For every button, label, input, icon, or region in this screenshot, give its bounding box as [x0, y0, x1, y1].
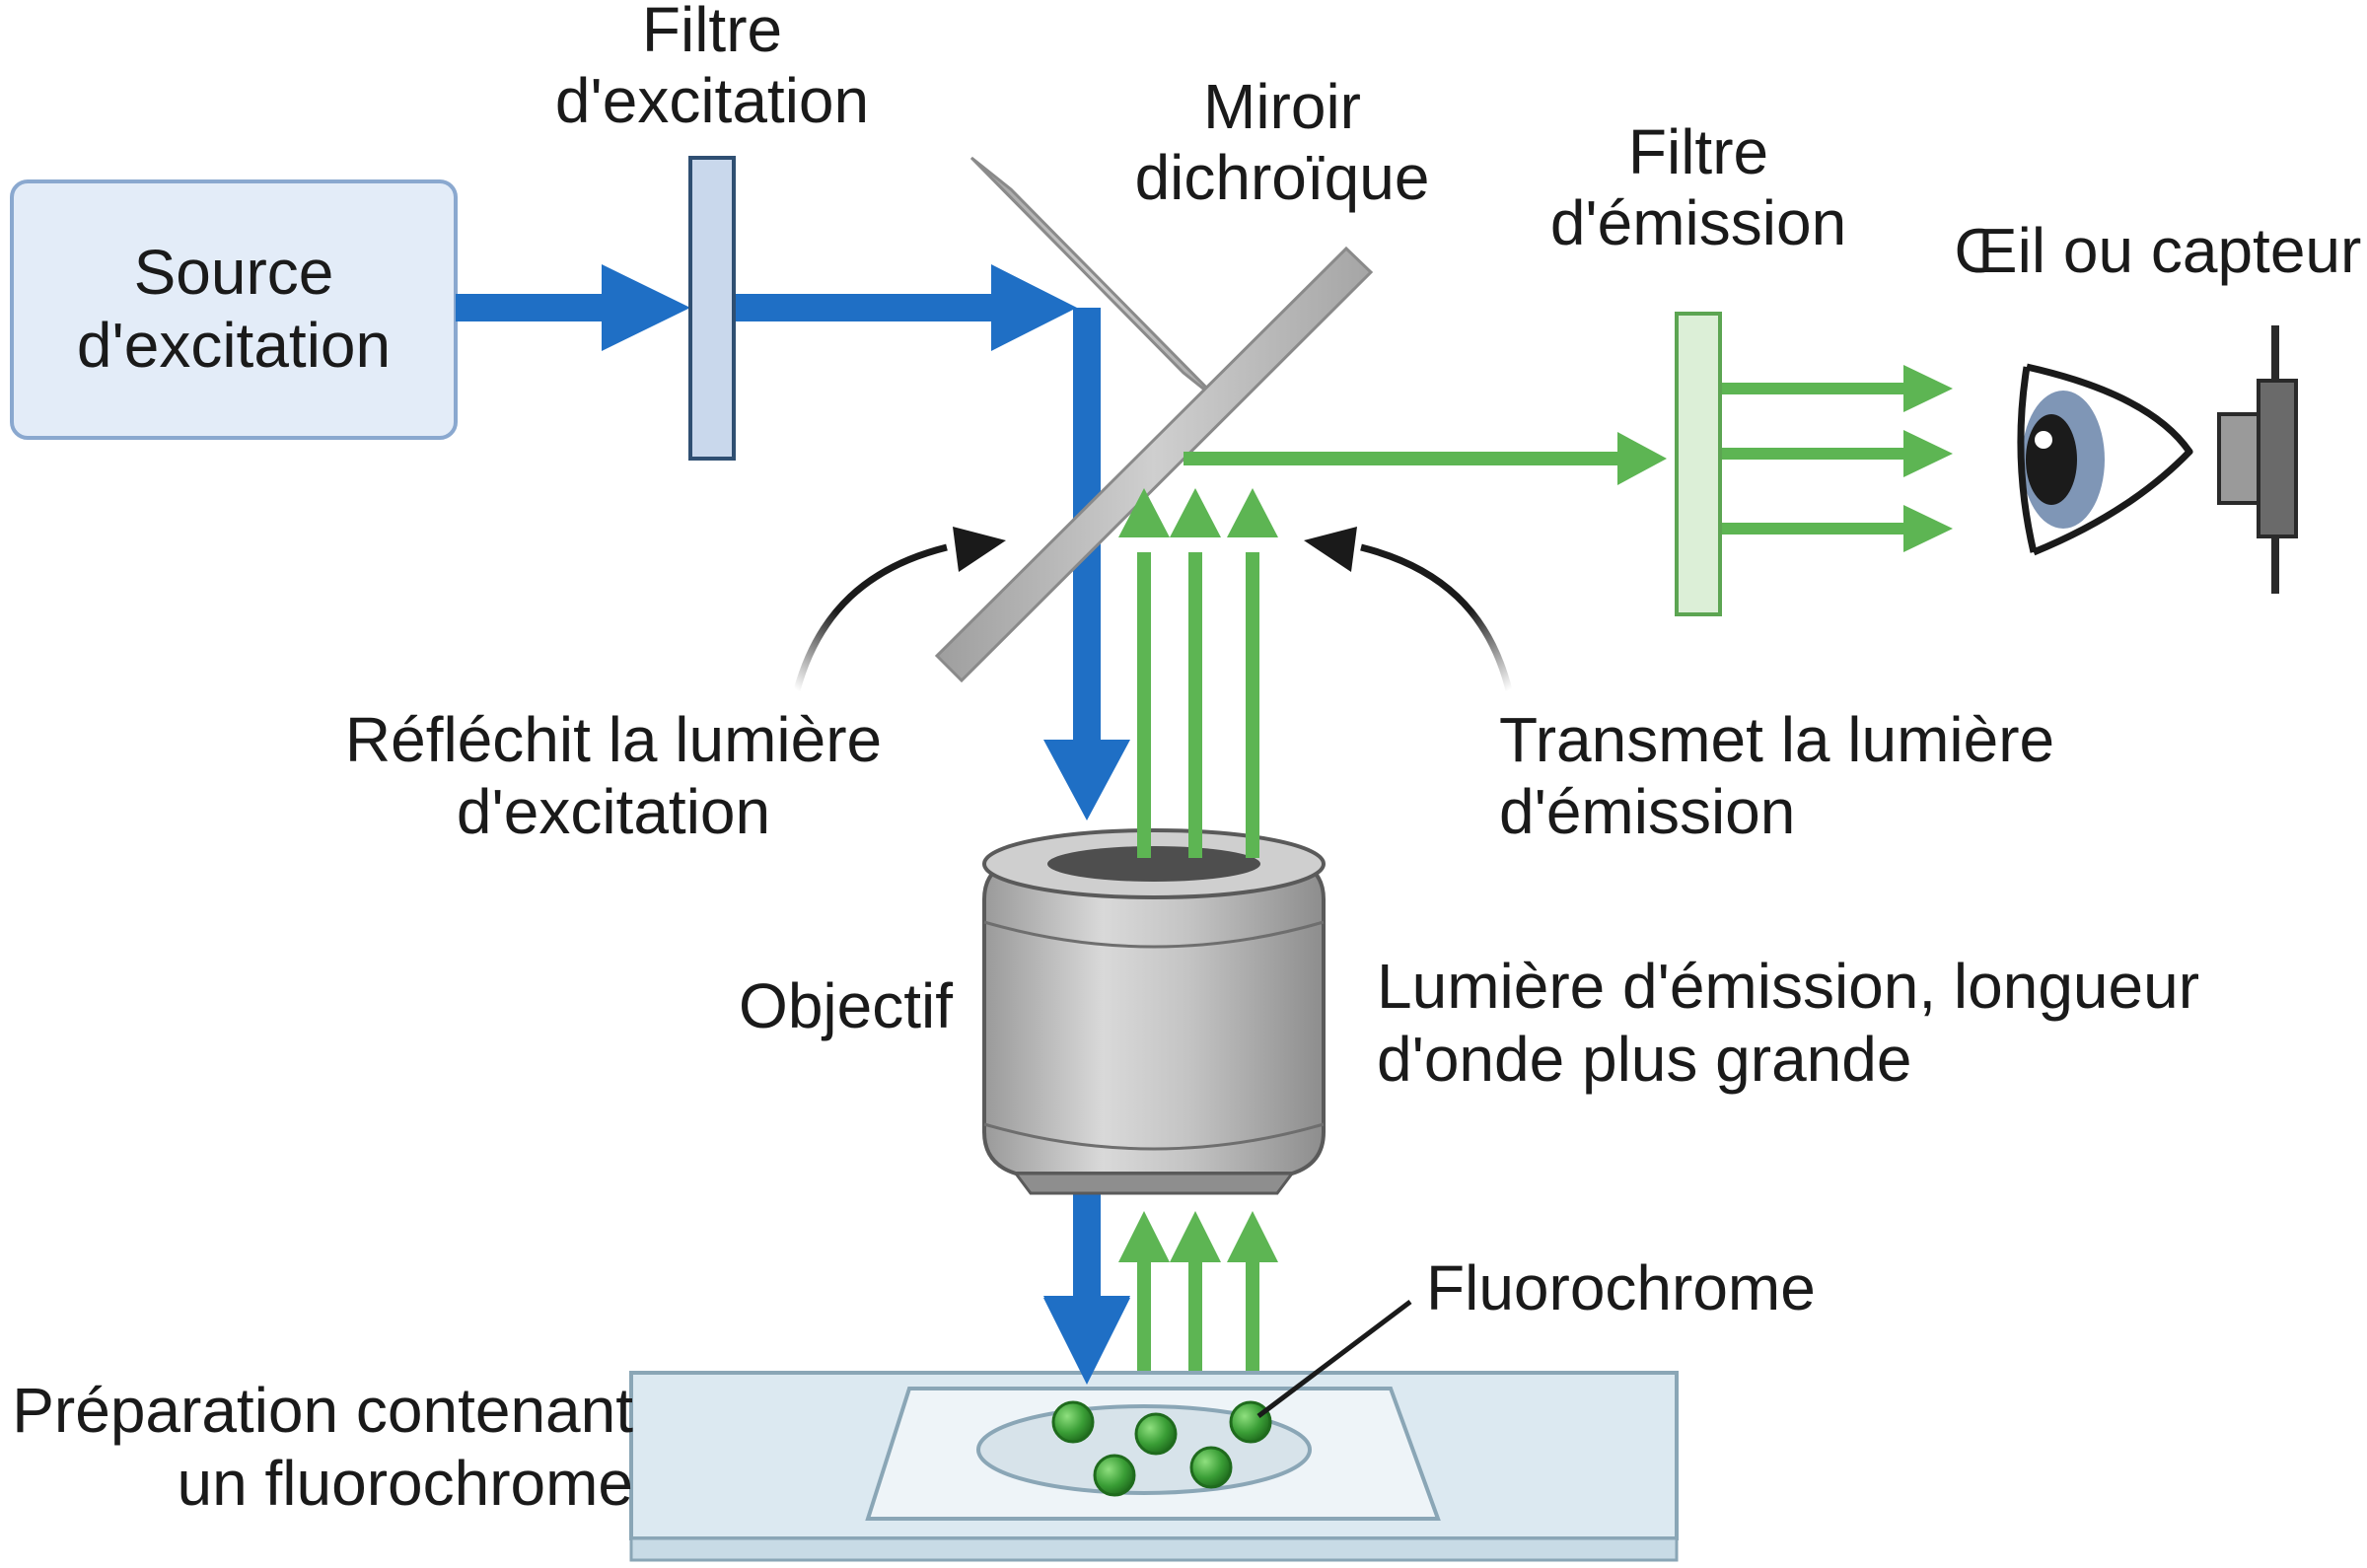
transmits-pointer-arrow	[1304, 527, 1513, 691]
reflects-pointer-arrow	[793, 527, 1006, 691]
fluorochrome-bead	[1189, 1446, 1233, 1489]
excitation-filter: Filtre d'excitation	[555, 0, 869, 461]
emission-filter-label-line1: Filtre	[1628, 116, 1768, 187]
source-label-line2: d'excitation	[77, 310, 391, 381]
emission-beam-into-objective	[1137, 809, 1259, 858]
dichroic-mirror-label-line1: Miroir	[1203, 71, 1361, 142]
dichroic-mirror-label-line2: dichroïque	[1135, 142, 1430, 213]
objective-label: Objectif	[739, 970, 953, 1041]
reflects-label-line2: d'excitation	[457, 776, 770, 847]
objective-lens-icon	[982, 828, 1326, 1195]
fluorochrome-bead	[1093, 1454, 1136, 1497]
fluorochrome-bead	[1229, 1400, 1272, 1444]
emission-filter-label-line2: d'émission	[1550, 187, 1846, 258]
eye-icon	[2017, 363, 2193, 556]
excitation-beam-tip	[1043, 1298, 1130, 1385]
excitation-source: Source d'excitation	[10, 179, 458, 440]
transmits-label-line1: Transmet la lumière	[1499, 704, 2054, 775]
fluorochrome-pointer-line	[1256, 1300, 1412, 1418]
fluorochrome-bead	[1134, 1412, 1178, 1456]
dichroic-mirror: Miroir dichroïque	[934, 71, 1430, 683]
camera-sensor-icon	[2217, 325, 2298, 594]
eye-or-sensor-label: Œil ou capteur	[1955, 215, 2362, 286]
transmits-label-line2: d'émission	[1499, 776, 1795, 847]
fluorochrome-bead	[1051, 1400, 1095, 1444]
source-label-line1: Source	[134, 237, 334, 308]
reflects-label-line1: Réfléchit la lumière	[345, 704, 882, 775]
emission-beam	[1118, 365, 1953, 1390]
excitation-filter-label-line2: d'excitation	[555, 65, 869, 136]
preparation-label-line1: Préparation contenant	[12, 1375, 633, 1446]
emission-filter: Filtre d'émission	[1550, 116, 1846, 616]
emission-light-label-line1: Lumière d'émission, longueur	[1377, 951, 2199, 1022]
preparation-label-line2: un fluorochrome	[178, 1448, 633, 1519]
excitation-filter-label-line1: Filtre	[642, 0, 782, 65]
emission-light-label-line2: d'onde plus grande	[1377, 1024, 1911, 1095]
fluorochrome-label: Fluorochrome	[1426, 1252, 1816, 1323]
microscope-slide-icon	[629, 1371, 1679, 1562]
